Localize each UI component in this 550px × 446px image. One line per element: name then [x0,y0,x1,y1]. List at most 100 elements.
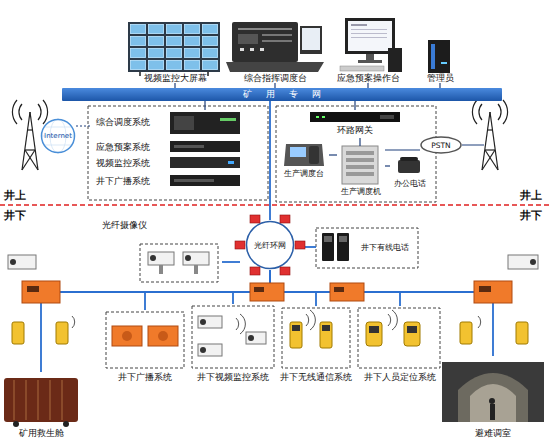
globe-meridians [41,119,75,153]
dispatch-group [276,106,436,202]
rescue-capsule [37,380,39,420]
screen-wall [128,22,220,76]
network-switch [22,281,512,303]
command-console [262,40,292,42]
node-label: 视频监控大屏幕 [126,73,224,84]
network-switch [22,281,60,303]
side-device [72,316,75,328]
wireless-phone [282,308,350,368]
screen-wall [128,22,220,72]
radio-tower [22,112,30,170]
server-rack-group [170,175,240,186]
node-label: 综合调度系统 [96,117,172,128]
server-rack-group [170,112,240,134]
wireless-phone [320,322,332,348]
radio-tower [482,112,490,170]
network-switch [334,287,344,292]
connector-line [300,246,316,248]
side-device [10,259,16,265]
video-camera [248,335,254,341]
globe-meridians [44,145,72,146]
wired-phone [337,233,349,261]
dispatch-group [400,157,418,161]
node-label: 光纤环网 [240,240,300,251]
radio-tower [43,100,48,124]
radio-tower [30,112,38,170]
fibre-camera [194,265,198,274]
ring-node: Internet [40,118,76,154]
radio-tower [479,104,482,120]
connector-line [439,83,440,88]
server-rack-group [88,106,268,200]
radio-tower [498,104,501,120]
dispatch-group [310,112,400,122]
node-label: 综合指挥调度台 [224,73,326,84]
radio-tower [482,150,495,170]
globe-meridians [44,127,72,128]
connector-line [274,83,275,88]
connector-line [367,83,368,88]
node-label: 光纤摄像仪 [102,220,172,231]
radio-tower [472,100,477,124]
node-label: 应急预案系统 [96,142,172,153]
ring-node-box [250,267,260,275]
command-console [238,34,258,44]
connector-line [354,101,355,110]
video-camera [200,319,206,325]
ring-node-box [280,215,290,223]
refuge-chamber [442,362,544,422]
rescue-capsule [4,378,78,427]
dispatch-group [276,106,436,202]
node-label: 应急预案操作台 [328,73,408,84]
connector-line [270,270,493,356]
node-label: 管理员 [412,73,468,84]
device-node: 避难调室 [440,356,546,442]
device-node: 生产调度台 [279,138,329,182]
command-console [232,22,298,62]
screen-wall [129,23,219,71]
globe-meridians [41,136,75,137]
circle-outline [40,118,76,154]
node-label: 生产调度台 [279,168,329,179]
workstation-computer [388,48,402,72]
rescue-capsule [13,421,19,427]
network-switch [254,287,264,292]
radio-tower [12,100,47,170]
radio-tower [27,129,33,130]
broadcast-speaker [158,331,168,341]
server-rack-group [220,118,236,121]
rescue-capsule [13,380,15,420]
video-camera [198,316,222,328]
dispatch-group [346,165,374,169]
location-tag [388,310,397,330]
connector-line [204,101,205,110]
command-console [226,62,324,72]
shape-outline [421,137,461,153]
dispatch-group [284,144,324,166]
location-tag [407,326,417,333]
dispatch-group [316,116,319,118]
network-bar: 矿用专网 [62,88,502,101]
video-camera [192,306,274,368]
wireless-phone [306,310,315,330]
wireless-phone [322,325,330,331]
connector-line [174,83,175,88]
rescue-capsule [25,380,27,420]
admin-server [431,44,435,69]
side-device [12,322,24,344]
rescue-capsule [63,421,69,427]
side-device [478,316,481,328]
server-rack-group [174,116,194,130]
command-console [260,48,264,51]
video-camera [200,347,206,353]
device-node: 综合指挥调度台 [224,18,326,83]
wireless-phone [290,322,302,348]
node-label: 视频监控系统 [96,158,172,169]
node-label: 生产调度机 [337,186,385,197]
location-tag [404,322,420,346]
device-node: 管理员 [412,30,468,83]
fibre-camera [148,252,174,265]
circle-outline [240,220,300,270]
